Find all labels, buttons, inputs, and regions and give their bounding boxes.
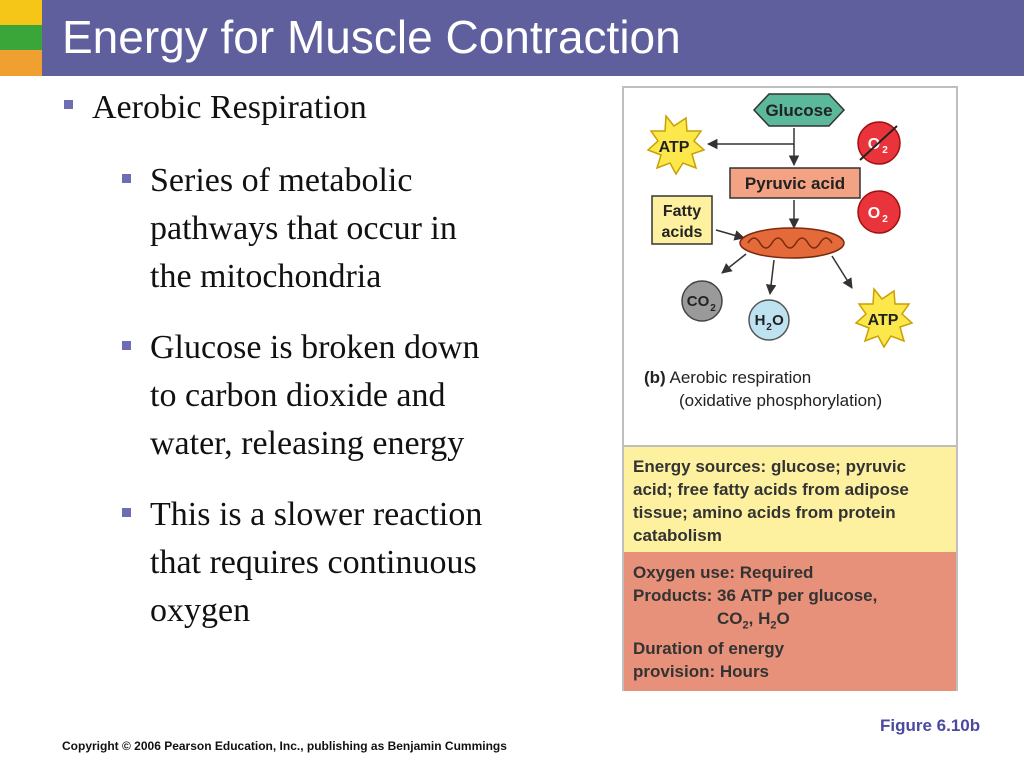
svg-text:H: H (755, 312, 766, 329)
oxygen-use-panel: Oxygen use: Required Products: 36 ATP pe… (624, 552, 956, 691)
pyruvic-acid-node: Pyruvic acid (729, 167, 861, 199)
svg-text:Glucose: Glucose (765, 101, 832, 120)
figure-label: Figure 6.10b (880, 716, 981, 735)
svg-text:Fatty: Fatty (663, 203, 701, 220)
figure-caption: (b) Aerobic respiration (oxidative phosp… (644, 368, 883, 410)
sub-bullet-1: Series of metabolic pathways that occur … (150, 162, 457, 295)
corner-block-orange (0, 50, 42, 76)
oxygen-crossed-icon: O 2 (857, 121, 901, 165)
svg-text:ATP: ATP (659, 139, 690, 156)
svg-text:acids: acids (662, 224, 703, 241)
oxygen-icon: O 2 (857, 190, 901, 234)
aerobic-respiration-figure: Glucose ATP O 2 Pyruvic acid O 2 Fat (622, 86, 958, 691)
corner-block-yellow (0, 0, 42, 25)
svg-text:2: 2 (710, 303, 716, 314)
corner-block-green (0, 25, 42, 50)
sub-bullet-square-icon (122, 341, 131, 350)
atp-starburst-top: ATP (646, 114, 706, 176)
sub-bullet-square-icon (122, 174, 131, 183)
mitochondrion-icon (739, 227, 845, 259)
svg-text:O: O (772, 312, 784, 329)
energy-sources-text: Energy sources: glucose; pyruvic acid; f… (633, 457, 909, 545)
water-node: H 2 O (748, 299, 790, 341)
pathway-arrows (706, 128, 853, 296)
bullet-aerobic-respiration: Aerobic Respiration (92, 89, 367, 126)
aerobic-respiration-diagram: Glucose ATP O 2 Pyruvic acid O 2 Fat (646, 93, 914, 349)
slide-title: Energy for Muscle Contraction (62, 11, 681, 63)
fatty-acids-node: Fatty acids (651, 195, 713, 245)
bullet-square-icon (64, 100, 73, 109)
sub-bullet-3: This is a slower reaction that requires … (150, 496, 483, 629)
title-bar (42, 0, 1024, 76)
energy-sources-panel: Energy sources: glucose; pyruvic acid; f… (624, 445, 956, 554)
svg-text:O: O (868, 205, 880, 222)
products-formula: CO2, H2O (717, 609, 790, 632)
oxygen-use-text: Oxygen use: Required Products: 36 ATP pe… (633, 561, 951, 683)
svg-text:CO: CO (687, 293, 710, 310)
svg-text:2: 2 (766, 322, 772, 333)
sub-bullet-square-icon (122, 508, 131, 517)
svg-text:Pyruvic acid: Pyruvic acid (745, 174, 845, 193)
svg-text:ATP: ATP (868, 312, 899, 329)
glucose-node: Glucose (752, 93, 846, 127)
svg-text:2: 2 (882, 145, 888, 156)
carbon-dioxide-node: CO 2 (681, 280, 723, 322)
svg-text:2: 2 (882, 214, 888, 225)
copyright-notice: Copyright © 2006 Pearson Education, Inc.… (62, 739, 507, 753)
atp-starburst-bottom: ATP (854, 287, 914, 349)
sub-bullet-2: Glucose is broken down to carbon dioxide… (150, 329, 480, 462)
